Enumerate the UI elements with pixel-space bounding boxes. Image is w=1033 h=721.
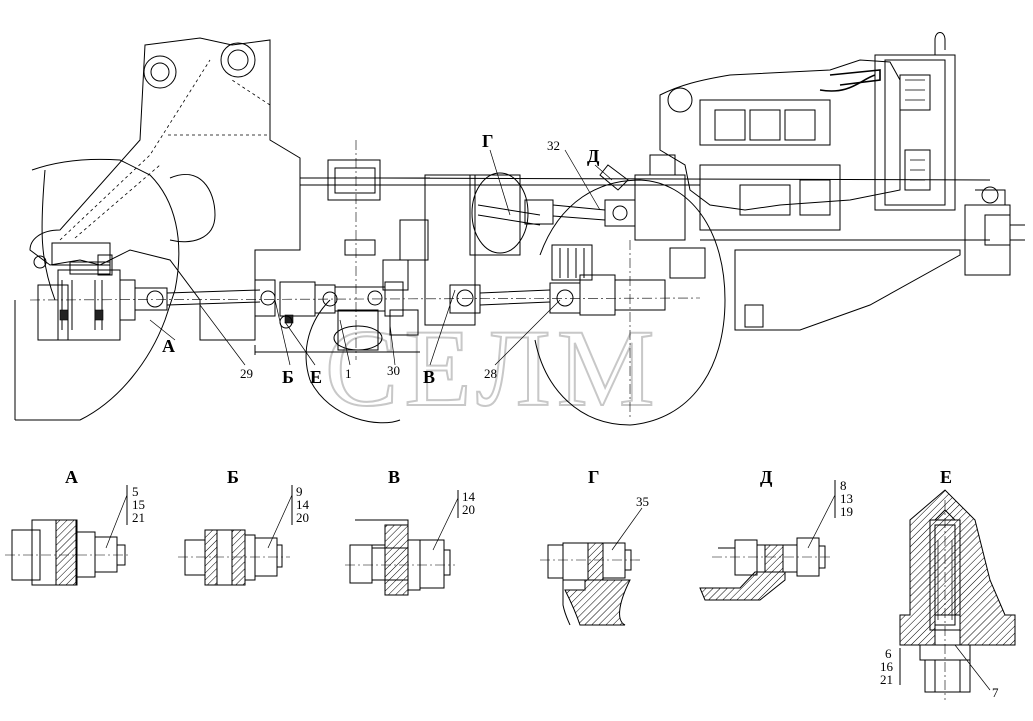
detail-D: Д 8 13 19 <box>699 467 853 601</box>
detail-G: Г 35 <box>540 467 649 626</box>
callout-A: А <box>162 336 175 356</box>
detail-A-letter: А <box>65 467 78 487</box>
detail-G-letter: Г <box>588 467 599 487</box>
callout-29: 29 <box>240 366 253 381</box>
radiator <box>874 54 956 211</box>
detail-B-letter: Б <box>227 467 239 487</box>
detail-E-num-3: 21 <box>880 672 893 687</box>
boom-plate <box>29 37 301 341</box>
engine-block <box>659 59 901 211</box>
callout-E: Е <box>310 367 322 387</box>
detail-D-num-2: 13 <box>840 491 853 506</box>
detail-V: В 14 20 <box>345 467 476 596</box>
detail-D-letter: Д <box>760 467 773 487</box>
detail-A-num-2: 15 <box>132 497 145 512</box>
right-wheel-outline <box>534 179 726 426</box>
detail-A: А 5 15 21 <box>5 467 145 586</box>
detail-D-num-3: 19 <box>840 504 853 519</box>
detail-V-num-2: 20 <box>462 502 475 517</box>
detail-B-num-3: 20 <box>296 510 309 525</box>
detail-V-num-1: 14 <box>462 489 476 504</box>
callout-28: 28 <box>484 366 497 381</box>
detail-E-num-2: 16 <box>880 659 894 674</box>
detail-G-num-1: 35 <box>636 494 649 509</box>
watermark-text: СЕЛМ <box>325 307 661 429</box>
detail-E-num-extra: 7 <box>992 685 999 700</box>
detail-B-num-1: 9 <box>296 484 303 499</box>
fuel-tank <box>734 249 961 331</box>
callout-V: В <box>423 367 435 387</box>
callout-G: Г <box>482 131 493 151</box>
main-assembly-view: А 29 Б Е 1 30 В 28 Г 32 Д <box>14 32 1025 426</box>
detail-E: Е 6 16 21 7 <box>880 467 1016 700</box>
callout-32: 32 <box>547 138 560 153</box>
detail-D-num-1: 8 <box>840 478 847 493</box>
detail-E-letter: Е <box>940 467 952 487</box>
detail-A-num-3: 21 <box>132 510 145 525</box>
left-bucket-outline <box>15 158 180 421</box>
detail-E-num-1: 6 <box>885 646 892 661</box>
callout-B: Б <box>282 367 294 387</box>
callout-D: Д <box>587 146 600 166</box>
detail-B: Б 9 14 20 <box>178 467 310 586</box>
detail-B-num-2: 14 <box>296 497 310 512</box>
callout-30: 30 <box>387 363 400 378</box>
detail-A-num-1: 5 <box>132 484 139 499</box>
callout-1: 1 <box>345 366 352 381</box>
detail-V-letter: В <box>388 467 400 487</box>
